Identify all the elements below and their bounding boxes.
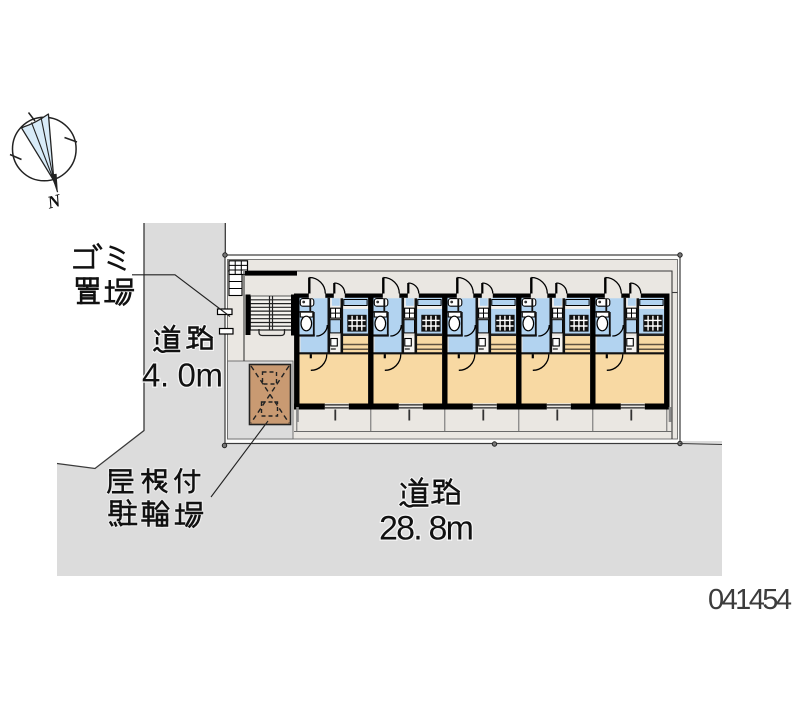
svg-text:N: N [44,190,63,213]
svg-text:041454: 041454 [708,584,792,616]
svg-text:28. 8m: 28. 8m [379,510,474,548]
svg-text:4. 0m: 4. 0m [142,357,223,394]
